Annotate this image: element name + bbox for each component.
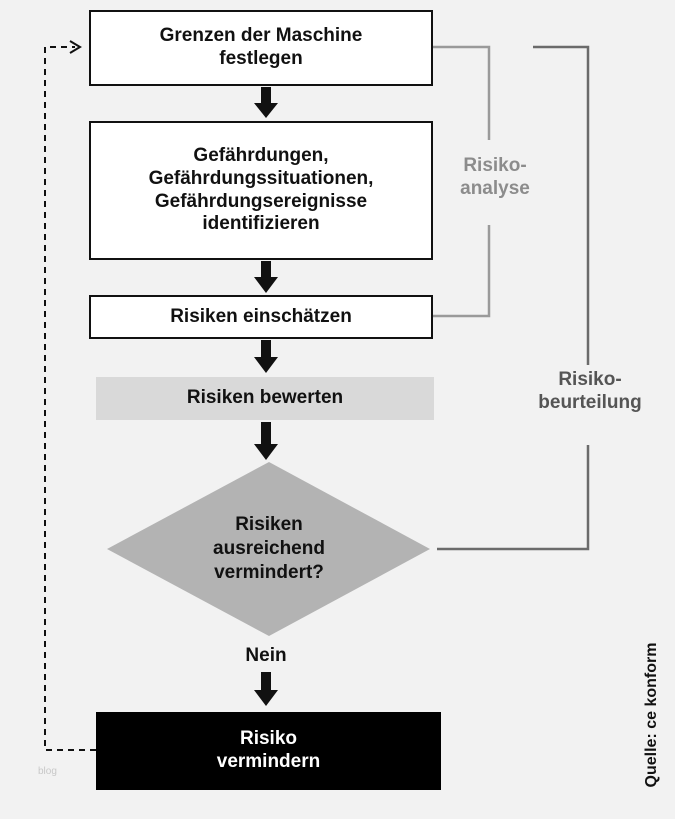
flow-arrow-1 — [254, 87, 278, 118]
nein-label: Nein — [245, 645, 287, 666]
feedback-loop-dashed — [44, 46, 96, 751]
box-grenzen-festlegen: Grenzen der Maschine festlegen — [89, 10, 433, 86]
flow-arrow-2 — [254, 261, 278, 293]
decision-text: Risiken ausreichend vermindert? — [213, 514, 325, 583]
risikoanalyse-bracket — [433, 45, 491, 318]
flow-arrow-4 — [254, 422, 278, 460]
watermark-text: blog — [38, 766, 57, 777]
box-risiken-bewerten: Risiken bewerten — [96, 377, 434, 420]
box-gefaehrdungen-identifizieren: Gefährdungen, Gefährdungssituationen, Ge… — [89, 121, 433, 260]
risikoanalyse-label: Risiko- analyse — [440, 155, 550, 201]
box-risiken-einschaetzen: Risiken einschätzen — [89, 295, 433, 339]
risikobeurteilung-bracket — [437, 45, 590, 551]
flow-arrow-3 — [254, 340, 278, 373]
source-credit: Quelle: ce konform — [643, 642, 660, 788]
flow-arrow-5 — [254, 672, 278, 706]
decision-diamond — [107, 462, 430, 636]
box-risiko-vermindern: Risiko vermindern — [96, 712, 441, 790]
feedback-loop-arrowhead — [69, 40, 82, 54]
risikobeurteilung-label: Risiko- beurteilung — [520, 369, 660, 415]
